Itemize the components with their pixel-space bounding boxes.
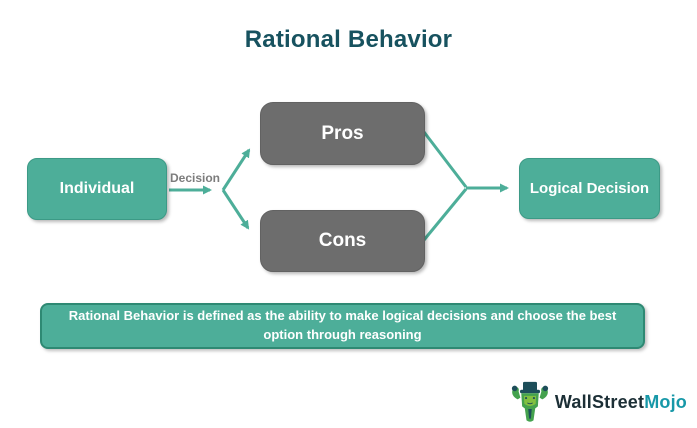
page-title: Rational Behavior [244,26,453,53]
brand-text-secondary: Mojo [644,391,687,412]
node-individual-label: Individual [59,180,135,197]
node-cons: Cons [260,210,425,272]
edge-branch-to-cons [221,189,250,230]
node-pros: Pros [260,102,425,165]
brand-logo: WallStreetMojo [509,380,687,424]
decision-edge-label: Decision [169,171,220,185]
node-logical-decision-label: Logical Decision [529,180,650,197]
caption-banner: Rational Behavior is defined as the abil… [40,303,645,349]
node-individual: Individual [27,158,167,220]
bull-mascot-icon [511,381,548,422]
edge-cons-to-merge [422,188,468,241]
node-cons-label: Cons [318,230,367,251]
brand-wordmark: WallStreetMojo [555,392,687,413]
edge-pros-to-merge [422,131,468,188]
caption-text: Rational Behavior is defined as the abil… [68,308,617,342]
node-logical-decision: Logical Decision [519,158,660,219]
node-pros-label: Pros [321,122,364,144]
brand-text-primary: WallStreet [554,391,645,412]
edge-branch-to-pros [221,148,251,191]
